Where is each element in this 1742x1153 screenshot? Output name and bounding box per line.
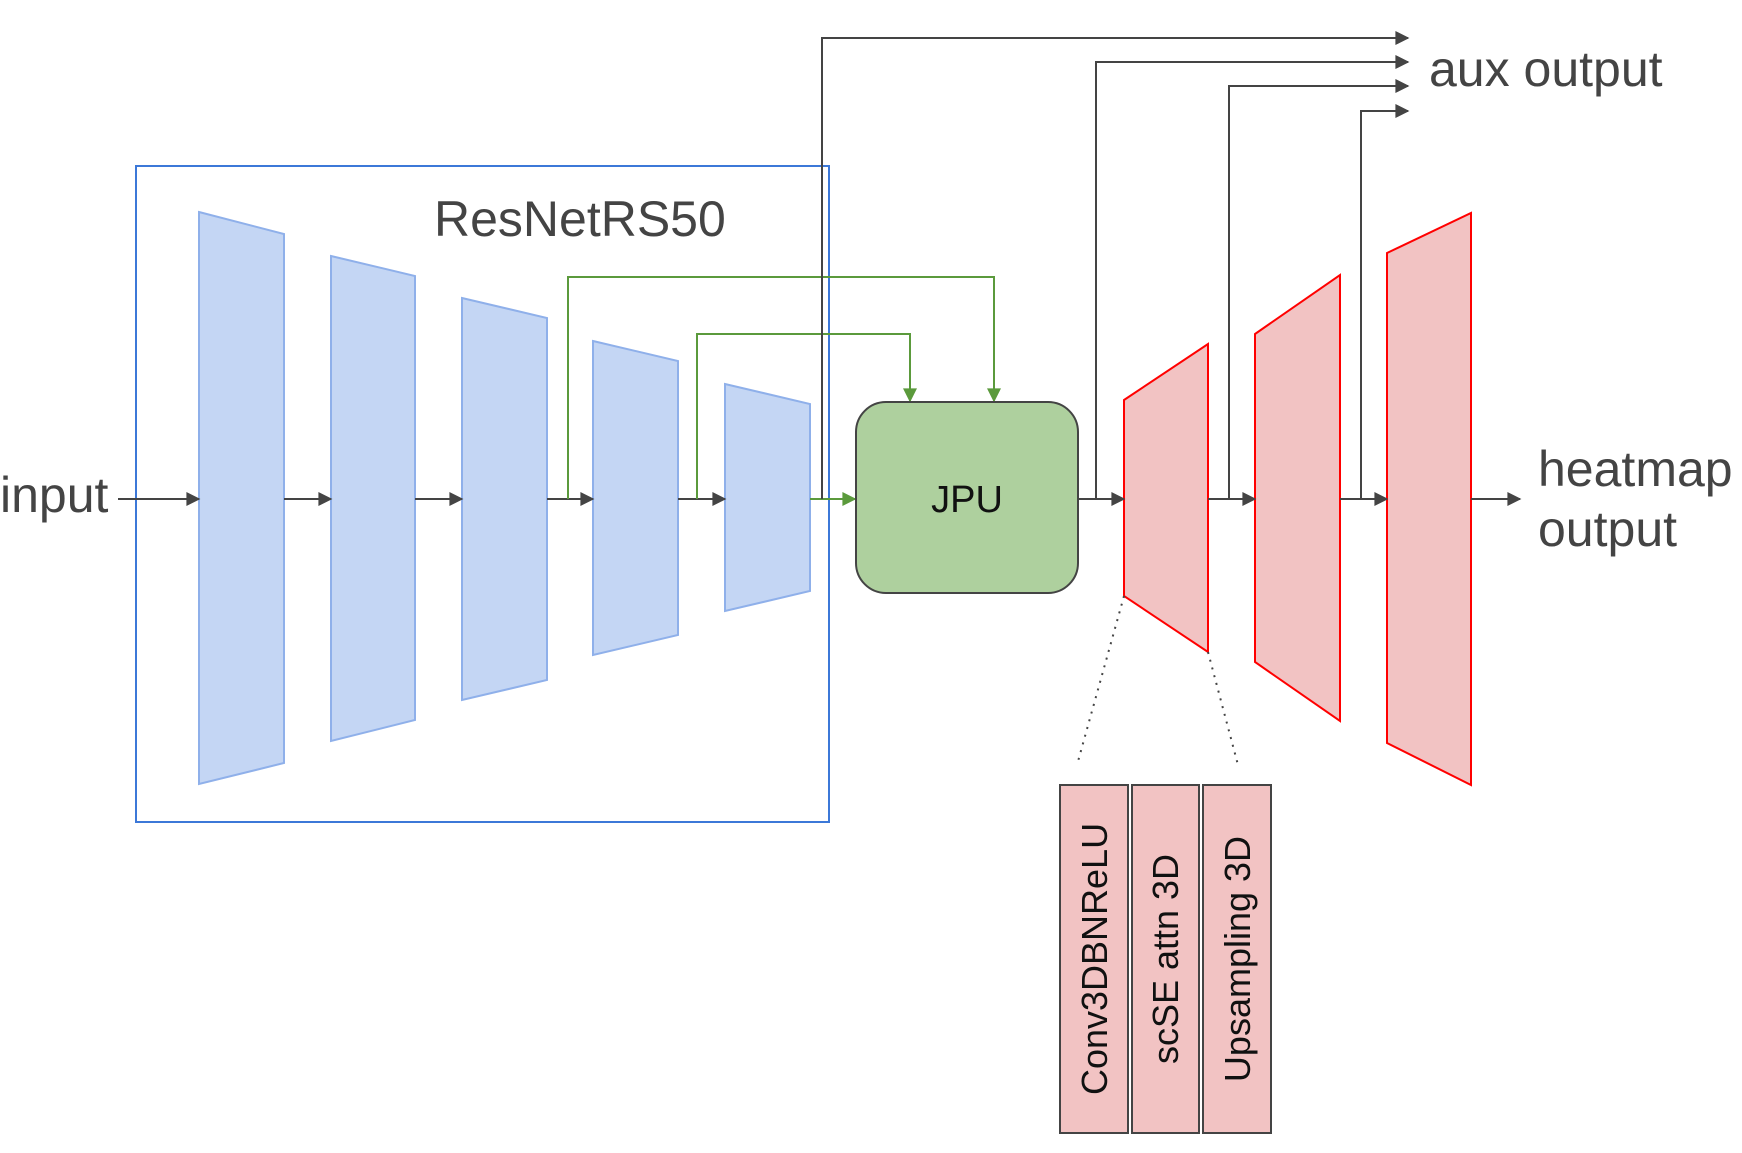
decoder-block-detail: Conv3DBNReLU scSE attn 3D Upsampling 3D	[1059, 784, 1272, 1134]
heatmap-output-label-line1: heatmap	[1538, 441, 1733, 497]
encoder-stage-4	[592, 339, 679, 657]
jpu-block	[855, 401, 1079, 594]
skip-connection-stage4	[696, 333, 917, 499]
detail-label-attn: scSE attn 3D	[1145, 854, 1186, 1064]
detail-box-conv	[1059, 784, 1129, 1134]
aux-output-label: aux output	[1429, 41, 1663, 97]
heatmap-output-label-line2: output	[1538, 501, 1677, 557]
zoom-lines	[1076, 595, 1239, 766]
detail-label-conv: Conv3DBNReLU	[1074, 823, 1115, 1095]
jpu-label: JPU	[931, 479, 1003, 521]
backbone-box	[135, 165, 830, 823]
encoder-stage-5	[724, 382, 811, 613]
decoder-stage-3	[1386, 211, 1472, 787]
encoder-stage-3	[461, 296, 548, 702]
backbone-label: ResNetRS50	[434, 191, 726, 247]
input-label: input	[0, 467, 109, 523]
encoder-stage-2	[330, 254, 416, 743]
detail-label-upsample: Upsampling 3D	[1217, 836, 1258, 1082]
detail-box-attn	[1131, 784, 1200, 1134]
decoder-stage-2	[1254, 273, 1341, 723]
detail-box-upsample	[1202, 784, 1272, 1134]
decoder-stage-1	[1123, 342, 1209, 654]
skip-connection-stage3	[567, 276, 1001, 499]
aux-output-taps	[821, 31, 1410, 499]
encoder-stage-1	[198, 210, 285, 786]
